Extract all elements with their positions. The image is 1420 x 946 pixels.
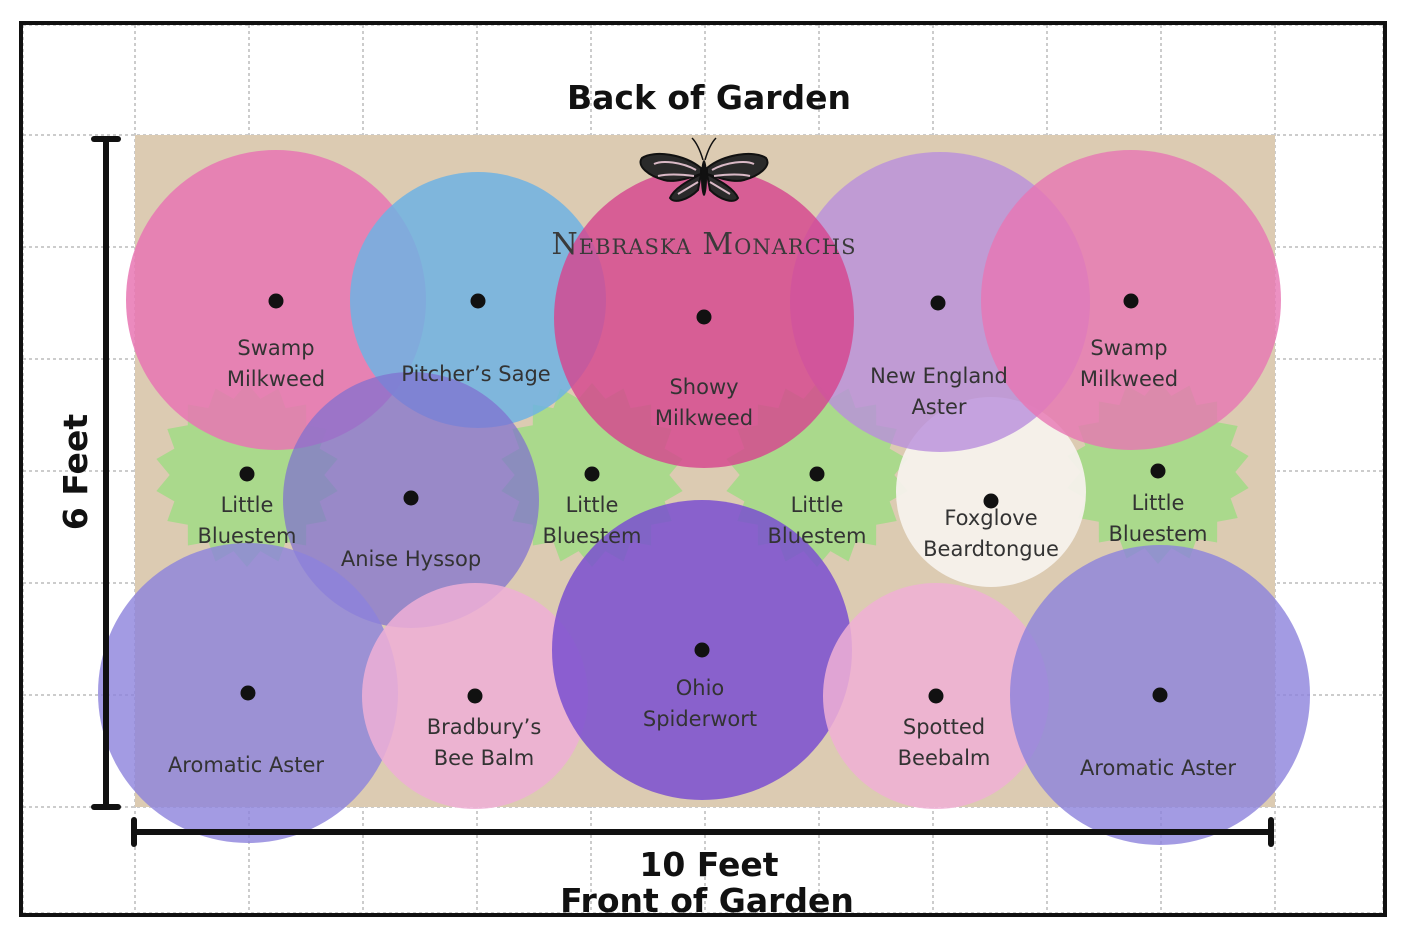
plant-center-dot (694, 642, 710, 658)
plant-label: Bluestem (767, 524, 866, 548)
plant-label: New England (870, 364, 1008, 388)
plant-label: Beebalm (898, 746, 991, 770)
plant-label: Showy (669, 375, 738, 399)
plant-center-dot (240, 685, 256, 701)
plant-label: Milkweed (655, 406, 753, 430)
plant-label: Milkweed (227, 367, 325, 391)
plant-label: Swamp (237, 336, 314, 360)
plant-dots (239, 293, 1168, 704)
plant-label: Bluestem (1108, 522, 1207, 546)
plant-label: Bee Balm (434, 746, 535, 770)
plant-center-dot (470, 293, 486, 309)
plant-center-dot (268, 293, 284, 309)
plant-label: Aster (911, 395, 966, 419)
plant-label: Spiderwort (643, 707, 757, 731)
brand-name: Nebraska Monarchs (552, 227, 857, 262)
plant-center-dot (696, 309, 712, 325)
plant-label: Little (1132, 491, 1185, 515)
plant-center-dot (930, 295, 946, 311)
height-label: 6 Feet (56, 414, 95, 530)
plant-center-dot (809, 466, 825, 482)
plant-label: Milkweed (1080, 367, 1178, 391)
plant-label: Swamp (1090, 336, 1167, 360)
plant-label: Ohio (676, 676, 725, 700)
plant-label: Beardtongue (923, 537, 1059, 561)
plant-label: Little (791, 493, 844, 517)
plant-center-dot (239, 466, 255, 482)
plant-label: Little (566, 493, 619, 517)
plant-center-dot (584, 466, 600, 482)
plant-center-dot (983, 493, 999, 509)
plant-label: Spotted (903, 715, 985, 739)
plant-center-dot (467, 688, 483, 704)
footer-title: Front of Garden (560, 881, 854, 920)
plant-center-dot (928, 688, 944, 704)
plant-label: Aromatic Aster (168, 753, 324, 777)
plant-label: Bluestem (197, 524, 296, 548)
plant-label: Bluestem (542, 524, 641, 548)
plant-label: Foxglove (944, 506, 1037, 530)
plant-label: Anise Hyssop (341, 547, 481, 571)
plant-label: Pitcher’s Sage (401, 362, 550, 386)
plant-center-dot (1152, 687, 1168, 703)
width-label: 10 Feet (639, 845, 778, 884)
height-ruler (91, 136, 121, 810)
plant-center-dot (403, 490, 419, 506)
plant-center-dot (1123, 293, 1139, 309)
page-title: Back of Garden (567, 78, 851, 117)
plant-label: Bradbury’s (427, 715, 542, 739)
plant-center-dot (1150, 463, 1166, 479)
plant-label: Aromatic Aster (1080, 756, 1236, 780)
width-ruler (131, 817, 1274, 847)
plant-label: Little (221, 493, 274, 517)
monarch-butterfly-icon (639, 137, 769, 202)
